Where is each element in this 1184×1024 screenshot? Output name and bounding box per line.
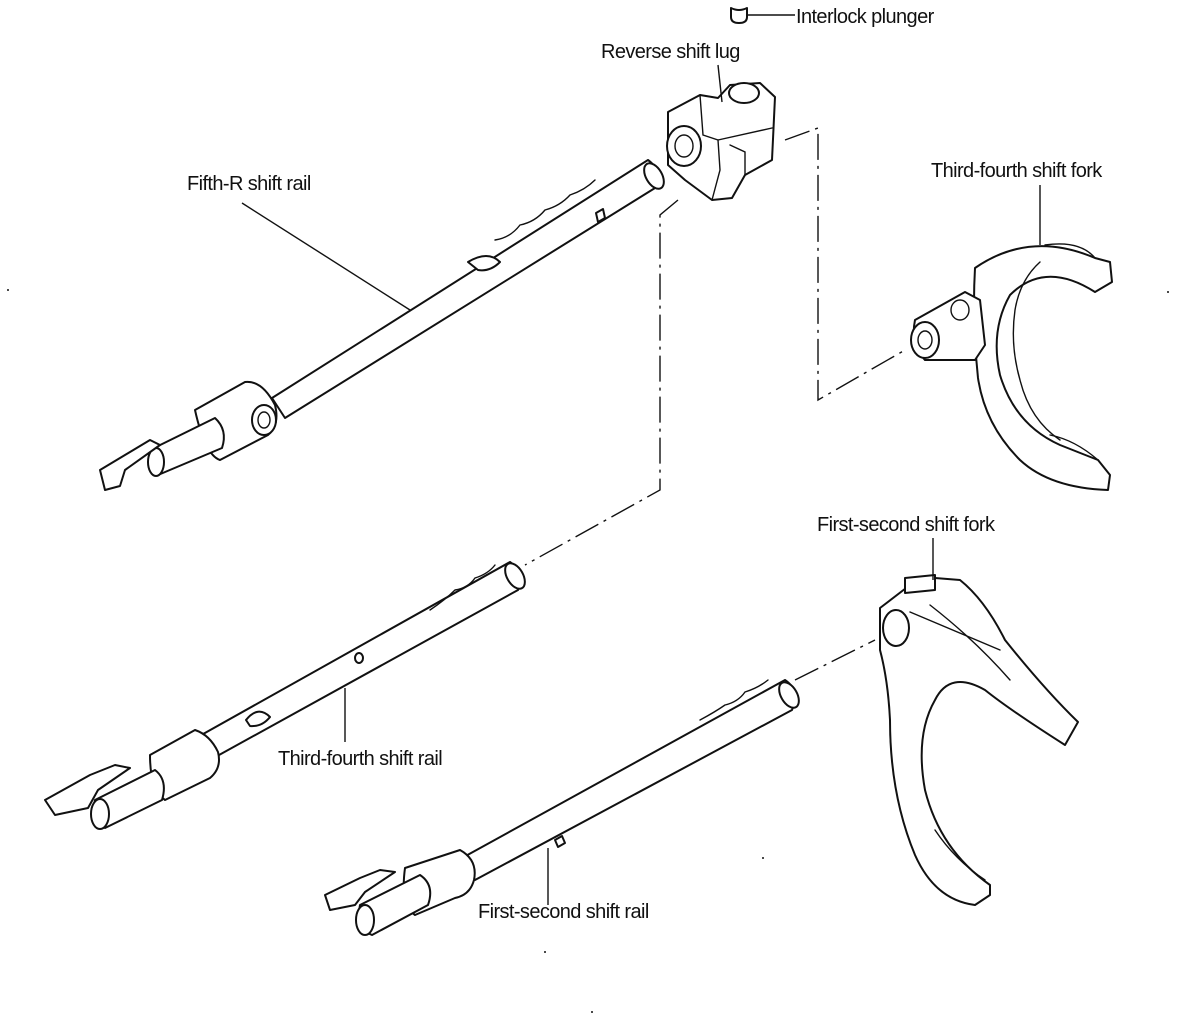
scan-specks	[7, 289, 1169, 1013]
fifth-r-shift-rail-label: Fifth-R shift rail	[187, 173, 311, 195]
reverse-shift-lug-part	[666, 64, 776, 201]
third-fourth-shift-rail-label: Third-fourth shift rail	[278, 748, 443, 770]
fifth-r-shift-rail-part	[99, 159, 665, 491]
third-fourth-shift-fork-part	[910, 185, 1113, 491]
interlock-plunger-label: Interlock plunger	[796, 6, 934, 28]
first-second-shift-fork-part	[879, 538, 1079, 906]
first-second-shift-fork-label: First-second shift fork	[817, 514, 995, 536]
alignment-lines	[524, 127, 906, 681]
third-fourth-shift-rail-part	[44, 561, 526, 830]
first-second-shift-rail-part	[324, 679, 800, 936]
first-second-shift-rail-label: First-second shift rail	[478, 901, 649, 923]
third-fourth-shift-fork-label: Third-fourth shift fork	[931, 160, 1102, 182]
interlock-plunger-part	[730, 7, 795, 24]
reverse-shift-lug-label: Reverse shift lug	[601, 41, 740, 63]
